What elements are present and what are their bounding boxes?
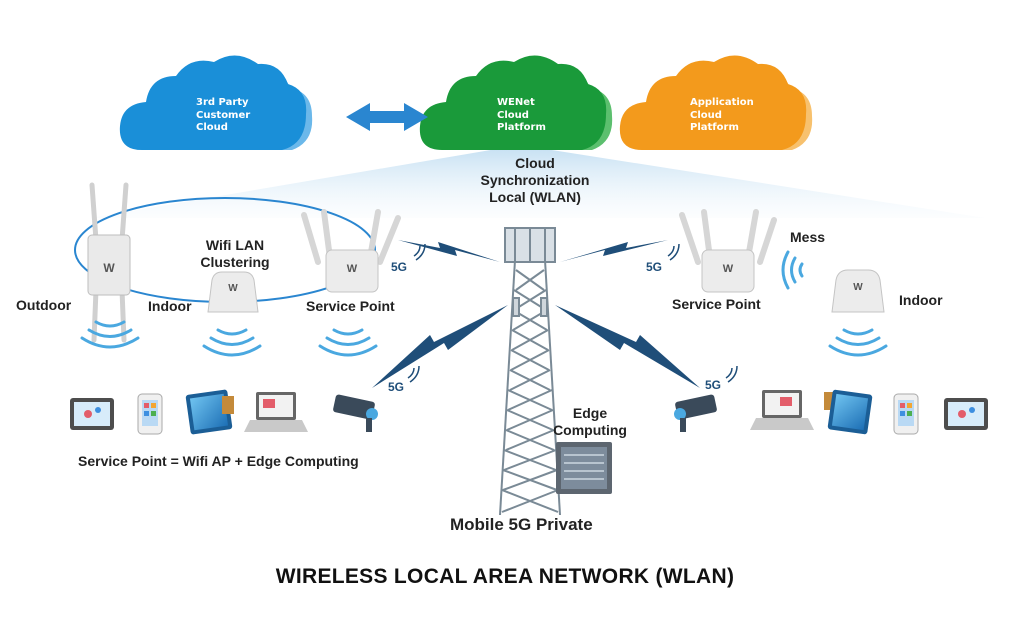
cloud-label-line: Application [690,97,754,108]
phone-icon [137,393,163,435]
outdoor-router-icon: W [87,182,131,343]
wifi-lan-clustering-label: Wifi LAN Clustering [190,237,280,271]
signal-bolts [372,240,700,388]
svg-text:W: W [103,261,115,275]
edge-computing-label: Edge Computing [550,405,630,439]
5g-label: 5G [391,260,408,274]
cloud-label-line: Platform [690,122,739,133]
service-point-definition: Service Point = Wifi AP + Edge Computing [78,453,359,469]
tablet-icon [185,389,234,435]
service-point-router-icon: W [679,209,777,293]
cloud-label-line: Customer [196,109,251,121]
indoor-left-label: Indoor [148,298,192,314]
svg-text:W: W [723,263,734,275]
indoor-right-label: Indoor [899,292,943,308]
cloud-label-line: Platform [497,122,546,133]
page-title: WIRELESS LOCAL AREA NETWORK (WLAN) [275,565,735,588]
laptop-icon [244,392,308,432]
service-point-right-label: Service Point [672,296,761,312]
cloud-label-line: Cloud [690,109,722,121]
service-point-left-label: Service Point [306,298,395,314]
5g-label: 5G [646,260,663,274]
server-icon [556,442,612,494]
wifi-waves-icon [80,250,888,357]
svg-text:W: W [347,263,358,275]
tablet-icon [944,398,988,430]
indoor-router-icon: W [207,271,259,313]
label-line: Edge [572,405,608,421]
5g-label: 5G [705,378,722,392]
label-line: Wifi LAN [205,237,265,253]
cloud-label-line: Cloud [497,109,529,121]
cloud-label-line: Cloud [196,122,228,133]
label-line: Local (WLAN) [489,189,581,205]
outdoor-label: Outdoor [16,297,72,313]
application-cloud [619,55,813,150]
label-line: Cloud [515,155,555,171]
mobile-5g-label: Mobile 5G Private [450,515,593,534]
svg-text:W: W [853,282,863,293]
application-cloud-label: Application Cloud Platform [690,97,754,135]
cloud-sync-label: Cloud Synchronization Local (WLAN) [460,155,610,206]
service-point-router-icon: W [301,209,401,293]
svg-text:W: W [228,283,238,294]
third-party-cloud-label: 3rd Party Customer Cloud [196,97,250,135]
cloud-label-line: WENet [497,97,535,108]
camera-icon [674,394,717,432]
tablet-icon [824,389,873,435]
label-line: Synchronization [480,172,590,188]
5g-label: 5G [388,380,405,394]
tower-icon [499,227,561,516]
tablet-icon [70,398,114,430]
sync-beam [90,145,985,218]
wenet-cloud [419,55,613,150]
laptop-icon [750,390,814,430]
double-arrow-icon [346,103,428,131]
third-party-cloud [119,55,313,150]
camera-icon [333,394,378,432]
cloud-label-line: 3rd Party [196,97,249,108]
signal-icons [407,243,738,383]
mess-label: Mess [790,229,826,245]
indoor-router-icon: W [831,269,885,313]
wenet-cloud-label: WENet Cloud Platform [497,97,546,135]
phone-icon [893,393,919,435]
label-line: Clustering [200,254,270,270]
label-line: Computing [553,422,627,438]
